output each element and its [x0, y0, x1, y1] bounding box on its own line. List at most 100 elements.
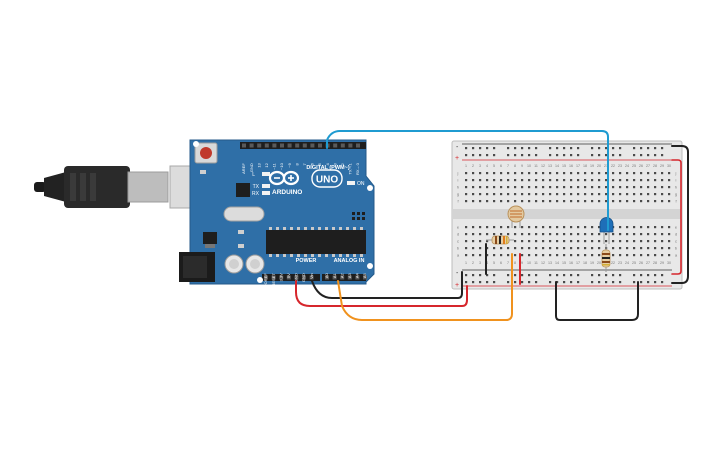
breadboard-hole[interactable] [486, 200, 489, 203]
breadboard-hole[interactable] [612, 172, 615, 175]
breadboard-hole[interactable] [514, 172, 517, 175]
breadboard-hole[interactable] [507, 254, 510, 257]
rail-hole[interactable] [654, 274, 657, 277]
rail-hole[interactable] [549, 147, 552, 150]
wire-bottom-jumper[interactable] [555, 281, 639, 321]
breadboard-hole[interactable] [535, 254, 538, 257]
breadboard-hole[interactable] [521, 226, 524, 229]
breadboard-hole[interactable] [507, 233, 510, 236]
breadboard-hole[interactable] [472, 179, 475, 182]
rail-hole[interactable] [577, 154, 580, 157]
breadboard-hole[interactable] [507, 172, 510, 175]
breadboard-hole[interactable] [472, 200, 475, 203]
breadboard-hole[interactable] [514, 193, 517, 196]
rail-hole[interactable] [472, 154, 475, 157]
breadboard-hole[interactable] [619, 233, 622, 236]
breadboard-hole[interactable] [584, 247, 587, 250]
breadboard-hole[interactable] [479, 226, 482, 229]
breadboard-hole[interactable] [584, 226, 587, 229]
breadboard-hole[interactable] [465, 254, 468, 257]
rail-hole[interactable] [640, 154, 643, 157]
header-pin-hole[interactable] [332, 275, 337, 280]
breadboard-hole[interactable] [514, 254, 517, 257]
header-pin-hole[interactable] [272, 143, 277, 148]
breadboard-hole[interactable] [542, 254, 545, 257]
led-blue[interactable] [599, 217, 614, 244]
breadboard-hole[interactable] [598, 200, 601, 203]
breadboard-hole[interactable] [661, 240, 664, 243]
rail-hole[interactable] [493, 154, 496, 157]
breadboard-hole[interactable] [584, 179, 587, 182]
rail-hole[interactable] [598, 154, 601, 157]
header-pin-hole[interactable] [347, 275, 352, 280]
breadboard-hole[interactable] [647, 226, 650, 229]
header-pin-hole[interactable] [340, 275, 345, 280]
breadboard-hole[interactable] [528, 233, 531, 236]
rail-hole[interactable] [563, 281, 566, 284]
breadboard-hole[interactable] [556, 193, 559, 196]
usb-cable[interactable] [34, 165, 201, 209]
rail-hole[interactable] [605, 281, 608, 284]
breadboard-hole[interactable] [472, 186, 475, 189]
rail-hole[interactable] [654, 147, 657, 150]
breadboard-hole[interactable] [535, 193, 538, 196]
breadboard-hole[interactable] [591, 247, 594, 250]
breadboard-hole[interactable] [479, 240, 482, 243]
rail-hole[interactable] [556, 281, 559, 284]
breadboard-hole[interactable] [500, 200, 503, 203]
rail-hole[interactable] [661, 281, 664, 284]
rail-hole[interactable] [591, 154, 594, 157]
rail-hole[interactable] [521, 274, 524, 277]
breadboard-hole[interactable] [514, 226, 517, 229]
header-pin-hole[interactable] [325, 275, 329, 280]
breadboard-hole[interactable] [619, 186, 622, 189]
breadboard-hole[interactable] [521, 200, 524, 203]
breadboard-hole[interactable] [633, 200, 636, 203]
breadboard-hole[interactable] [647, 186, 650, 189]
breadboard-hole[interactable] [640, 172, 643, 175]
breadboard-hole[interactable] [563, 240, 566, 243]
breadboard-hole[interactable] [633, 247, 636, 250]
rail-hole[interactable] [521, 154, 524, 157]
rail-hole[interactable] [591, 147, 594, 150]
breadboard-hole[interactable] [479, 233, 482, 236]
breadboard-hole[interactable] [654, 226, 657, 229]
breadboard-hole[interactable] [535, 247, 538, 250]
breadboard-hole[interactable] [556, 179, 559, 182]
breadboard-hole[interactable] [668, 226, 671, 229]
breadboard-hole[interactable] [549, 179, 552, 182]
breadboard-hole[interactable] [500, 247, 503, 250]
breadboard-hole[interactable] [661, 233, 664, 236]
breadboard-hole[interactable] [647, 179, 650, 182]
header-pin-hole[interactable] [333, 143, 338, 148]
breadboard-hole[interactable] [556, 200, 559, 203]
rail-hole[interactable] [612, 154, 615, 157]
breadboard-hole[interactable] [605, 172, 608, 175]
breadboard-hole[interactable] [486, 233, 489, 236]
breadboard-hole[interactable] [668, 233, 671, 236]
breadboard-hole[interactable] [486, 179, 489, 182]
breadboard-hole[interactable] [633, 193, 636, 196]
breadboard-hole[interactable] [486, 254, 489, 257]
header-pin-hole[interactable] [310, 143, 315, 148]
rail-hole[interactable] [535, 274, 538, 277]
rail-hole[interactable] [577, 281, 580, 284]
breadboard-hole[interactable] [570, 226, 573, 229]
breadboard-hole[interactable] [661, 193, 664, 196]
breadboard-hole[interactable] [486, 247, 489, 250]
rail-hole[interactable] [479, 274, 482, 277]
breadboard-hole[interactable] [584, 193, 587, 196]
rail-hole[interactable] [633, 154, 636, 157]
breadboard-hole[interactable] [535, 233, 538, 236]
breadboard-hole[interactable] [465, 186, 468, 189]
breadboard-hole[interactable] [640, 247, 643, 250]
rail-hole[interactable] [549, 154, 552, 157]
breadboard-hole[interactable] [465, 179, 468, 182]
breadboard-hole[interactable] [486, 186, 489, 189]
breadboard-hole[interactable] [668, 193, 671, 196]
breadboard-hole[interactable] [640, 254, 643, 257]
header-pin-hole[interactable] [356, 143, 360, 148]
breadboard-hole[interactable] [479, 193, 482, 196]
breadboard-hole[interactable] [612, 247, 615, 250]
breadboard-hole[interactable] [493, 200, 496, 203]
